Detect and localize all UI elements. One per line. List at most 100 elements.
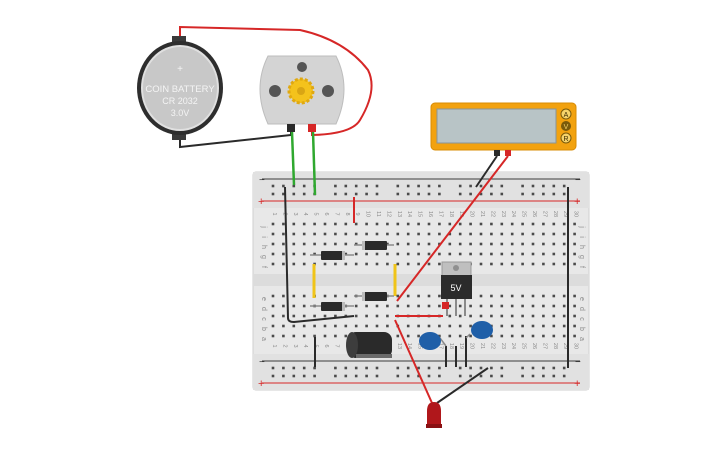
breadboard-hole[interactable] xyxy=(302,294,306,298)
breadboard-hole[interactable] xyxy=(375,222,379,226)
breadboard-hole[interactable] xyxy=(458,314,462,318)
breadboard-hole[interactable] xyxy=(375,192,379,196)
breadboard-hole[interactable] xyxy=(552,366,556,370)
breadboard-hole[interactable] xyxy=(271,252,275,256)
diode-1[interactable] xyxy=(310,251,354,260)
breadboard-hole[interactable] xyxy=(531,334,535,338)
breadboard-hole[interactable] xyxy=(313,242,316,246)
breadboard-hole[interactable] xyxy=(365,304,368,308)
breadboard-hole[interactable] xyxy=(510,304,514,308)
breadboard-hole[interactable] xyxy=(552,252,556,256)
breadboard-hole[interactable] xyxy=(479,232,483,236)
breadboard-hole[interactable] xyxy=(521,242,524,246)
breadboard-hole[interactable] xyxy=(542,314,545,318)
breadboard-hole[interactable] xyxy=(448,324,452,328)
breadboard-hole[interactable] xyxy=(354,262,358,266)
breadboard-hole[interactable] xyxy=(282,252,285,256)
breadboard-hole[interactable] xyxy=(573,294,576,298)
breadboard-hole[interactable] xyxy=(417,294,420,298)
breadboard-hole[interactable] xyxy=(406,374,410,378)
breadboard-hole[interactable] xyxy=(271,366,275,370)
breadboard-hole[interactable] xyxy=(302,184,306,188)
ceramic-capacitor-2[interactable] xyxy=(465,321,493,339)
breadboard-hole[interactable] xyxy=(417,252,420,256)
breadboard-hole[interactable] xyxy=(271,184,275,188)
breadboard-hole[interactable] xyxy=(438,262,441,266)
breadboard-hole[interactable] xyxy=(562,366,566,370)
breadboard-hole[interactable] xyxy=(344,192,348,196)
breadboard-hole[interactable] xyxy=(510,252,514,256)
breadboard-hole[interactable] xyxy=(562,294,566,298)
breadboard-hole[interactable] xyxy=(562,324,566,328)
breadboard-hole[interactable] xyxy=(552,324,556,328)
breadboard-hole[interactable] xyxy=(396,232,400,236)
breadboard-hole[interactable] xyxy=(552,222,556,226)
breadboard-hole[interactable] xyxy=(469,242,472,246)
breadboard-hole[interactable] xyxy=(282,294,285,298)
breadboard-hole[interactable] xyxy=(344,334,348,338)
breadboard-hole[interactable] xyxy=(365,222,368,226)
mode-v-button[interactable] xyxy=(561,121,571,131)
breadboard-hole[interactable] xyxy=(500,252,504,256)
breadboard-hole[interactable] xyxy=(448,222,452,226)
breadboard-hole[interactable] xyxy=(292,366,296,370)
breadboard-hole[interactable] xyxy=(386,252,389,256)
breadboard-hole[interactable] xyxy=(542,334,545,338)
breadboard-hole[interactable] xyxy=(282,334,285,338)
diode-2[interactable] xyxy=(354,241,394,250)
breadboard-hole[interactable] xyxy=(313,324,316,328)
breadboard-hole[interactable] xyxy=(334,222,337,226)
breadboard-hole[interactable] xyxy=(521,262,524,266)
breadboard-hole[interactable] xyxy=(386,222,389,226)
breadboard-hole[interactable] xyxy=(292,222,296,226)
breadboard-hole[interactable] xyxy=(365,252,368,256)
breadboard-hole[interactable] xyxy=(531,324,535,328)
breadboard-hole[interactable] xyxy=(490,314,493,318)
breadboard-hole[interactable] xyxy=(458,232,462,236)
mode-a-button[interactable] xyxy=(560,108,572,120)
breadboard-hole[interactable] xyxy=(438,374,441,378)
breadboard-hole[interactable] xyxy=(438,192,441,196)
breadboard-hole[interactable] xyxy=(396,294,400,298)
breadboard-hole[interactable] xyxy=(562,192,566,196)
breadboard-hole[interactable] xyxy=(427,374,431,378)
breadboard-hole[interactable] xyxy=(479,366,483,370)
breadboard-hole[interactable] xyxy=(344,222,348,226)
breadboard-hole[interactable] xyxy=(427,192,431,196)
breadboard-hole[interactable] xyxy=(334,366,337,370)
breadboard-hole[interactable] xyxy=(313,232,316,236)
breadboard-hole[interactable] xyxy=(302,304,306,308)
breadboard-hole[interactable] xyxy=(438,366,441,370)
breadboard-hole[interactable] xyxy=(531,222,535,226)
breadboard-hole[interactable] xyxy=(354,366,358,370)
breadboard-hole[interactable] xyxy=(562,232,566,236)
breadboard-hole[interactable] xyxy=(354,374,358,378)
breadboard-hole[interactable] xyxy=(406,294,410,298)
breadboard-hole[interactable] xyxy=(469,184,472,188)
breadboard-hole[interactable] xyxy=(531,314,535,318)
breadboard-hole[interactable] xyxy=(354,324,358,328)
breadboard-hole[interactable] xyxy=(469,192,472,196)
breadboard-hole[interactable] xyxy=(427,324,431,328)
breadboard-hole[interactable] xyxy=(271,314,275,318)
breadboard-hole[interactable] xyxy=(396,262,400,266)
mode-r-button[interactable] xyxy=(560,132,572,144)
breadboard-hole[interactable] xyxy=(479,314,483,318)
breadboard-hole[interactable] xyxy=(490,366,493,370)
breadboard-hole[interactable] xyxy=(542,252,545,256)
breadboard-hole[interactable] xyxy=(490,184,493,188)
breadboard-hole[interactable] xyxy=(469,324,472,328)
breadboard-hole[interactable] xyxy=(344,232,348,236)
breadboard-hole[interactable] xyxy=(406,252,410,256)
breadboard-hole[interactable] xyxy=(427,262,431,266)
breadboard-hole[interactable] xyxy=(365,192,368,196)
breadboard-hole[interactable] xyxy=(354,314,358,318)
breadboard-hole[interactable] xyxy=(490,294,493,298)
breadboard-hole[interactable] xyxy=(500,192,504,196)
breadboard-hole[interactable] xyxy=(313,374,316,378)
breadboard-hole[interactable] xyxy=(521,232,524,236)
breadboard-hole[interactable] xyxy=(396,366,400,370)
breadboard-hole[interactable] xyxy=(334,324,337,328)
breadboard-hole[interactable] xyxy=(365,232,368,236)
breadboard-hole[interactable] xyxy=(521,374,524,378)
